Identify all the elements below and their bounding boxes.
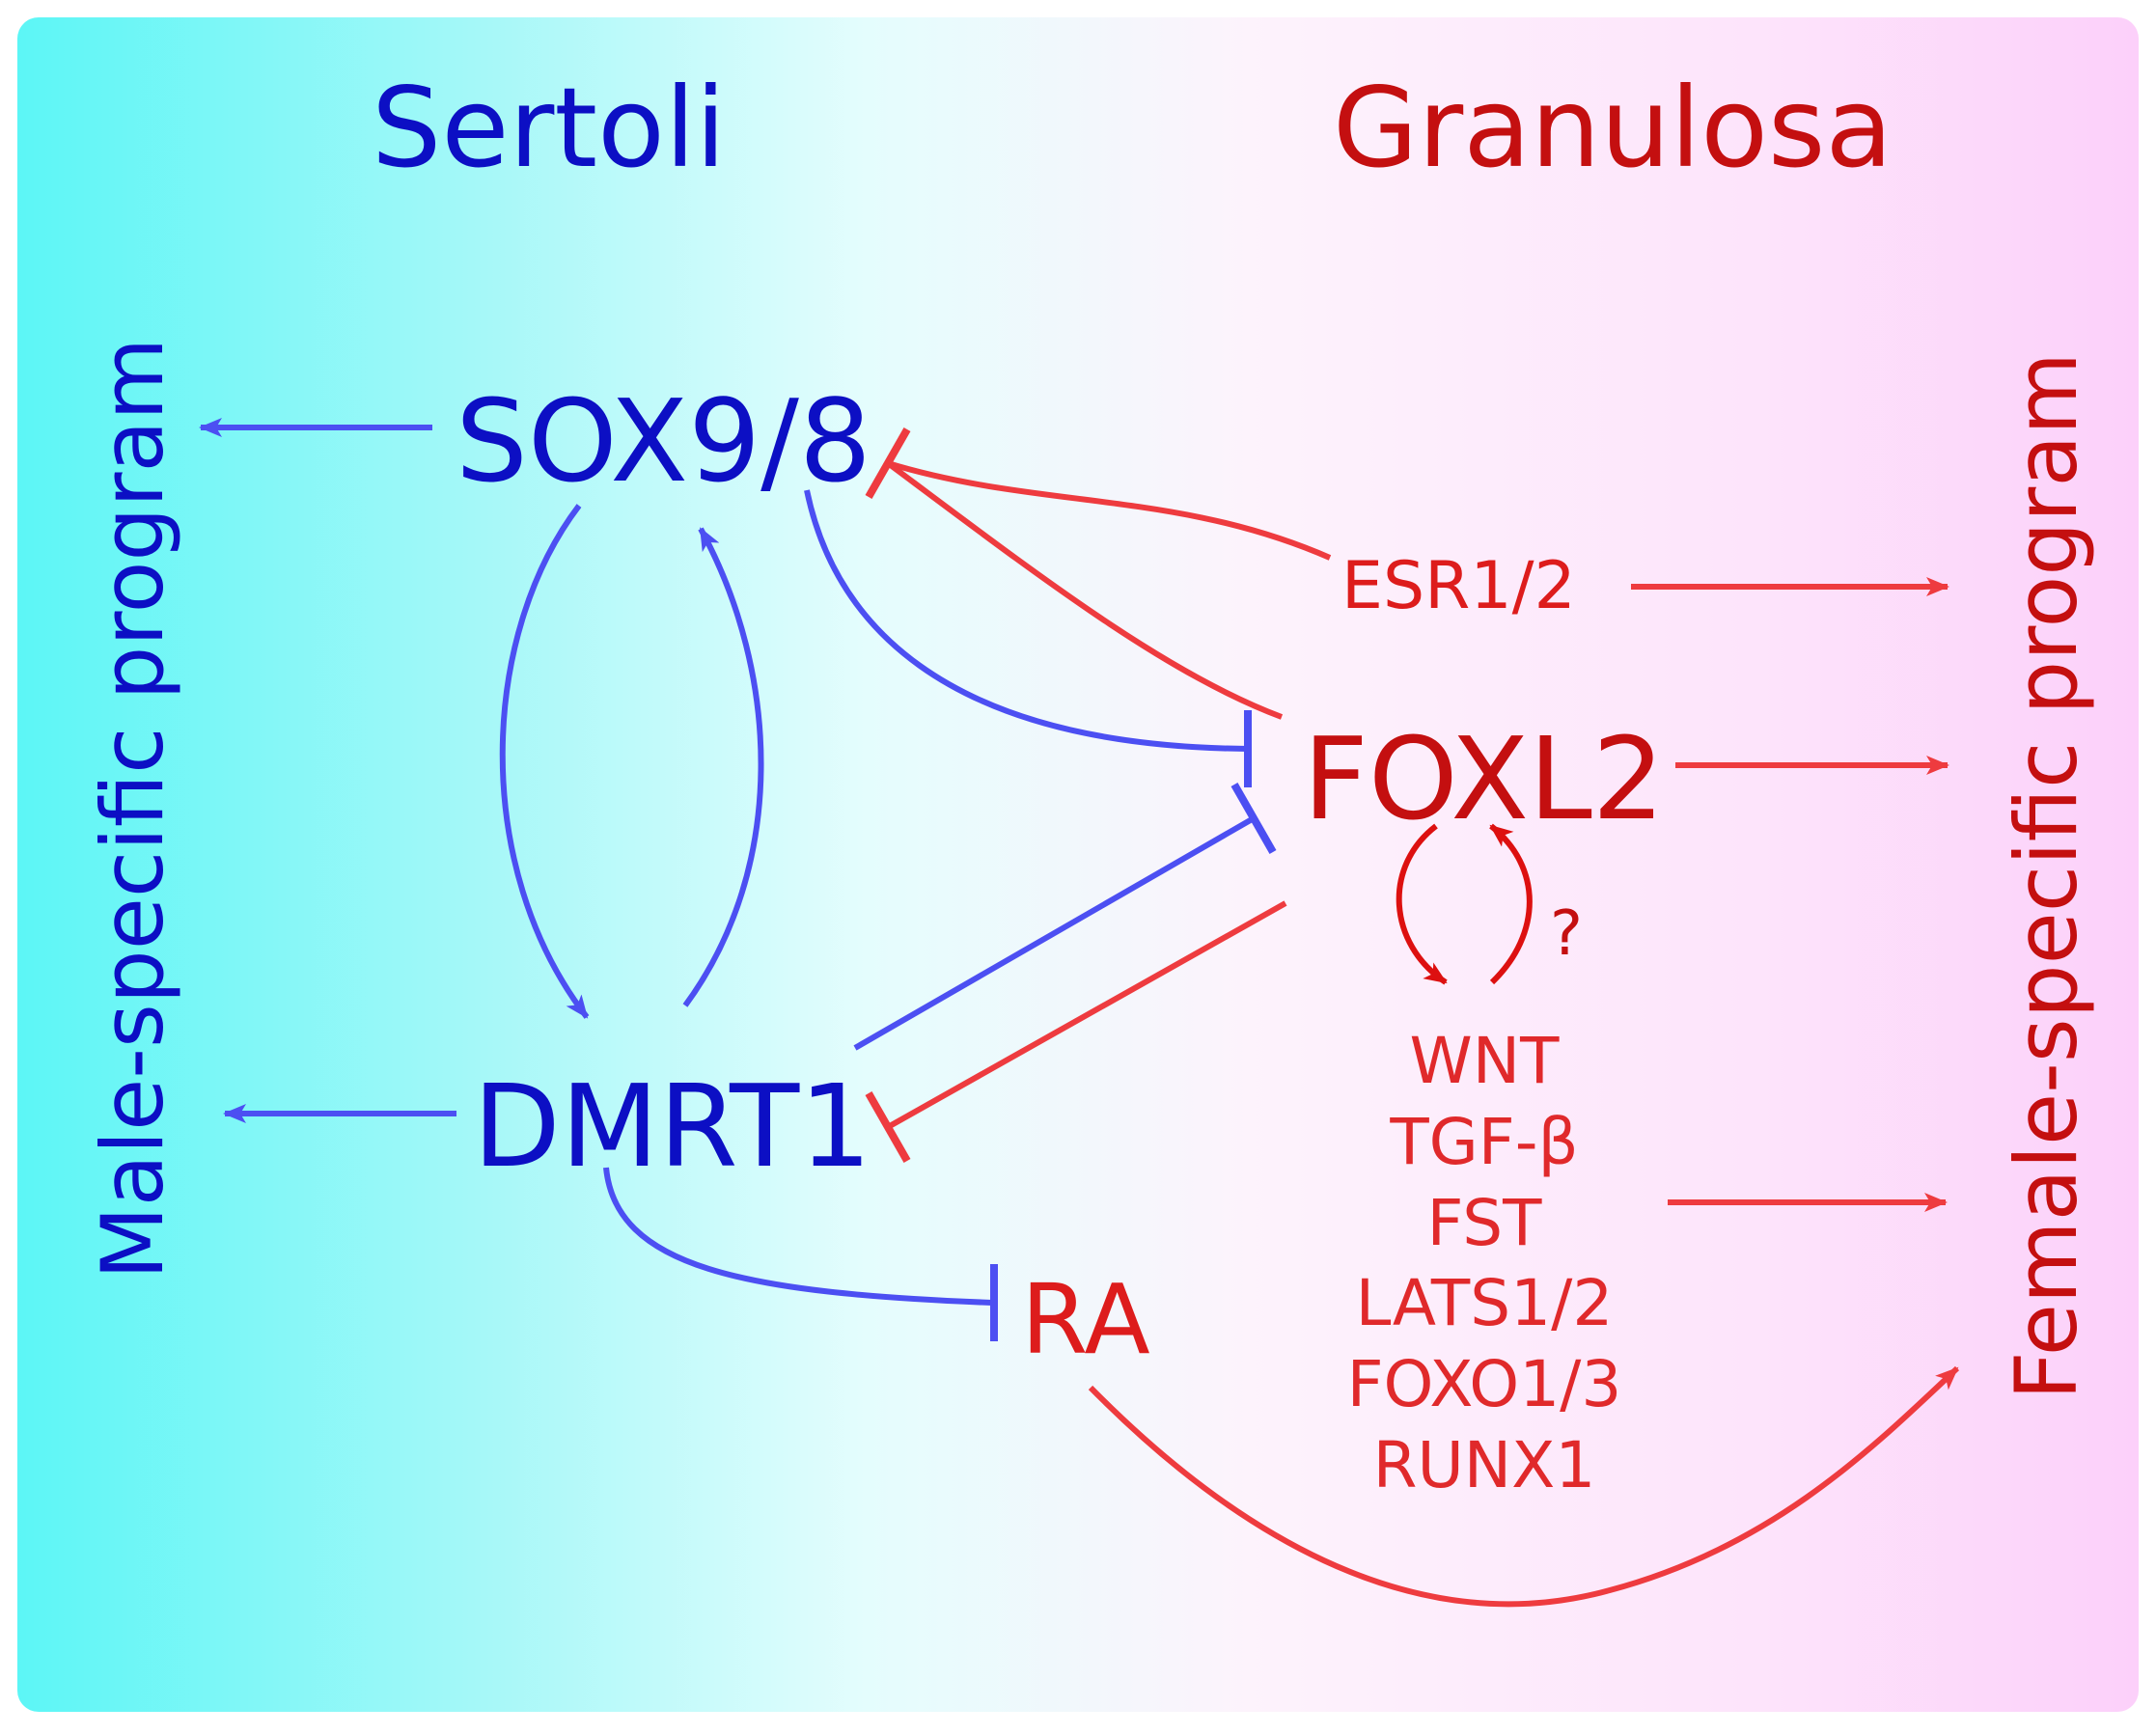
gene-foxl2: FOXL2: [1303, 712, 1665, 845]
question-mark: ?: [1550, 898, 1583, 970]
gene-ra: RA: [1021, 1263, 1150, 1376]
edge-to-sox98-bar: [865, 427, 911, 499]
factor-item: WNT: [1409, 1024, 1560, 1098]
edge-dmrt1-represses-foxl2-bar: [1230, 783, 1277, 854]
edge-dmrt1-represses-foxl2: [853, 815, 1256, 1051]
factor-item: LATS1/2: [1355, 1266, 1614, 1341]
edge-foxl2-represses-dmrt1: [886, 900, 1287, 1130]
edge-foxl2-activates-factors: [1396, 823, 1448, 985]
edge-dmrt1-represses-ra: [603, 1167, 993, 1306]
factor-item: FOXO1/3: [1346, 1347, 1622, 1422]
edge-factors-activate-foxl2: [1489, 823, 1533, 985]
factor-item: FST: [1426, 1185, 1542, 1260]
factor-item: TGF-β: [1390, 1104, 1579, 1179]
header-granulosa: Granulosa: [1333, 64, 1893, 192]
female-program-label: Female-specific program: [1997, 351, 2096, 1401]
edge-foxl2-represses-sox98: [886, 460, 1284, 720]
header-sertoli: Sertoli: [372, 64, 727, 192]
edge-sox98-activates-dmrt1: [499, 504, 590, 1019]
regulatory-network: [199, 418, 1960, 1608]
gene-dmrt1: DMRT1: [473, 1060, 872, 1193]
gene-sox98: SOX9/8: [456, 374, 871, 508]
edge-dmrt1-activates-sox98: [682, 527, 764, 1007]
edge-ra-activates-female-program: [1088, 1365, 1960, 1608]
diagram-panel: Sertoli Granulosa Male-specific program …: [17, 17, 2139, 1712]
gene-esr12: ESR1/2: [1341, 548, 1576, 624]
edge-esr12-represses-sox98: [887, 460, 1332, 561]
male-program-label: Male-specific program: [83, 337, 182, 1281]
factor-item: RUNX1: [1372, 1428, 1596, 1503]
edge-foxl2-represses-dmrt1-bar: [865, 1091, 911, 1163]
edge-sox98-represses-foxl2: [804, 489, 1249, 752]
